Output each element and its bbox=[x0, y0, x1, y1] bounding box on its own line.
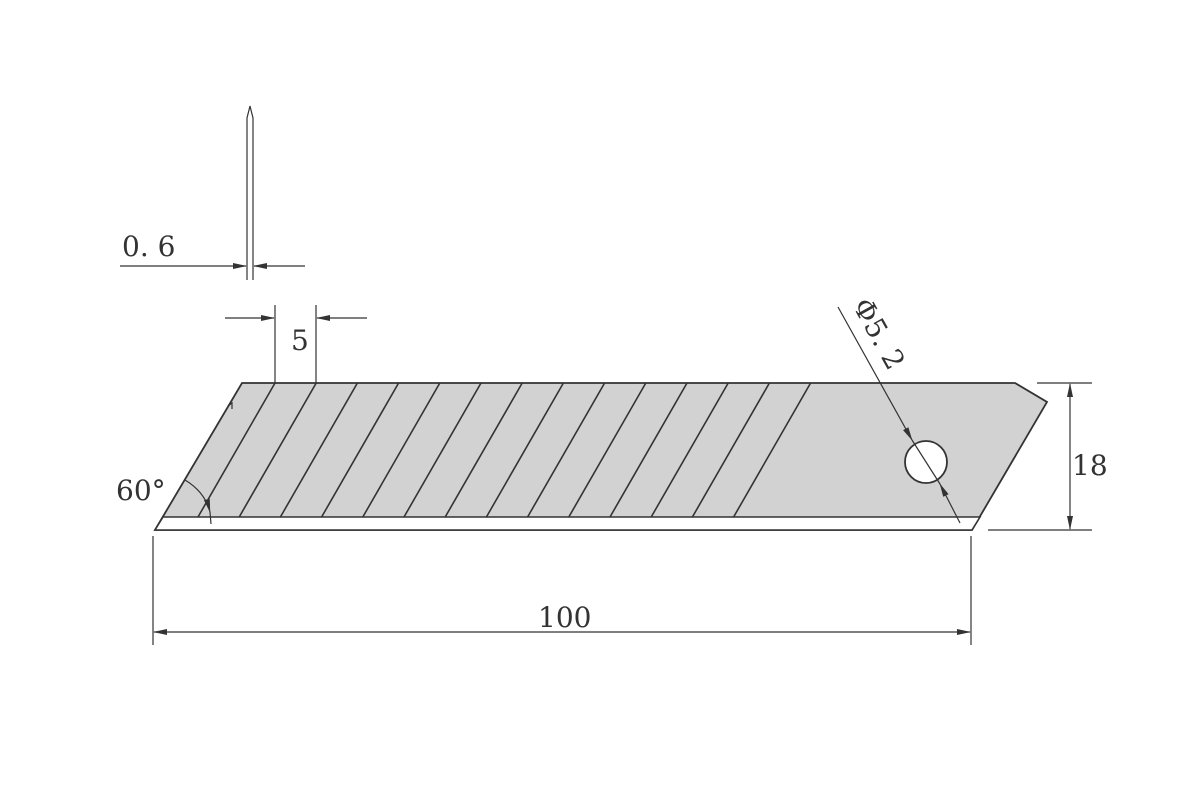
score-line bbox=[485, 382, 565, 518]
side-view: 0. 6 bbox=[120, 105, 305, 280]
height-dimension: 18 bbox=[988, 382, 1108, 531]
length-label: 100 bbox=[538, 601, 591, 634]
score-line bbox=[238, 382, 317, 518]
score-line bbox=[650, 382, 729, 518]
segment-dimension: 5 bbox=[225, 305, 367, 383]
score-line bbox=[320, 382, 400, 518]
length-dimension: 100 bbox=[152, 536, 972, 645]
score-line bbox=[197, 382, 276, 518]
score-line bbox=[732, 382, 812, 518]
thickness-label: 0. 6 bbox=[122, 230, 175, 263]
angle-dimension: 60° bbox=[116, 474, 212, 525]
height-label: 18 bbox=[1072, 449, 1108, 482]
blade-body bbox=[153, 382, 1049, 531]
score-lines bbox=[197, 382, 812, 518]
score-line bbox=[403, 382, 482, 518]
score-line bbox=[362, 382, 441, 518]
score-line bbox=[568, 382, 647, 518]
hole-diameter-label: Φ5. 2 bbox=[846, 292, 912, 375]
angle-label: 60° bbox=[116, 474, 166, 507]
score-line bbox=[691, 382, 771, 518]
score-line bbox=[279, 382, 359, 518]
segment-width-label: 5 bbox=[291, 324, 309, 357]
score-line bbox=[526, 382, 606, 518]
score-line bbox=[609, 382, 688, 518]
score-line bbox=[444, 382, 523, 518]
